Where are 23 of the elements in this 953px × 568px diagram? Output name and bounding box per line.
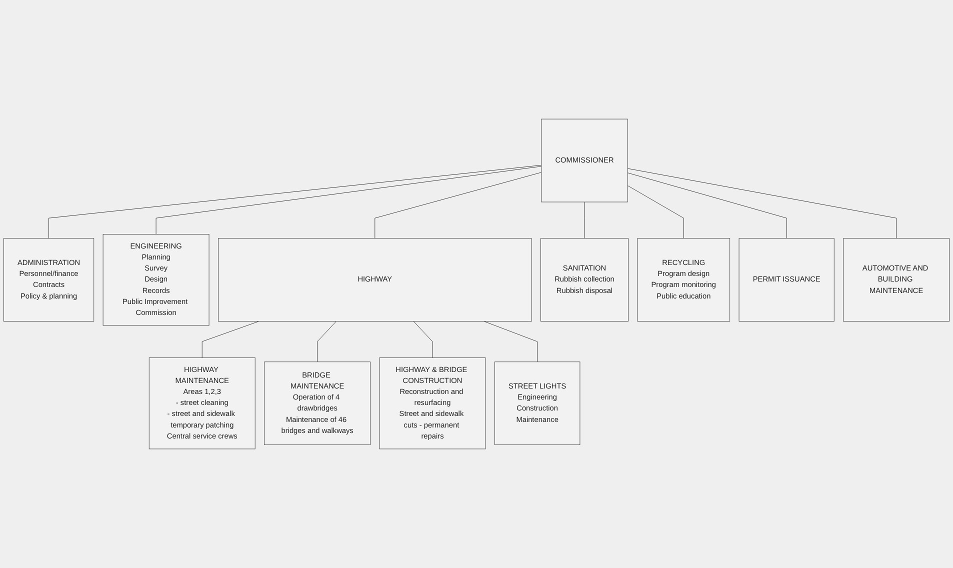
connector [317, 321, 336, 362]
connector [413, 321, 433, 358]
connector [584, 202, 585, 239]
connector [48, 164, 542, 239]
node-box [843, 238, 950, 322]
node-box [637, 238, 730, 322]
node-box [379, 357, 486, 450]
connector [627, 168, 897, 239]
connector [202, 321, 260, 358]
connector [484, 321, 538, 362]
node-box [3, 238, 94, 322]
node-box [540, 238, 628, 322]
node-box [494, 362, 580, 446]
connector [156, 166, 542, 234]
connector [374, 172, 542, 239]
node-box [264, 362, 371, 446]
node-box [102, 234, 210, 326]
node-box [218, 238, 532, 322]
node-box [148, 357, 256, 450]
connector [627, 172, 787, 239]
node-box [738, 238, 834, 322]
node-box [541, 118, 628, 202]
connector [627, 185, 684, 239]
